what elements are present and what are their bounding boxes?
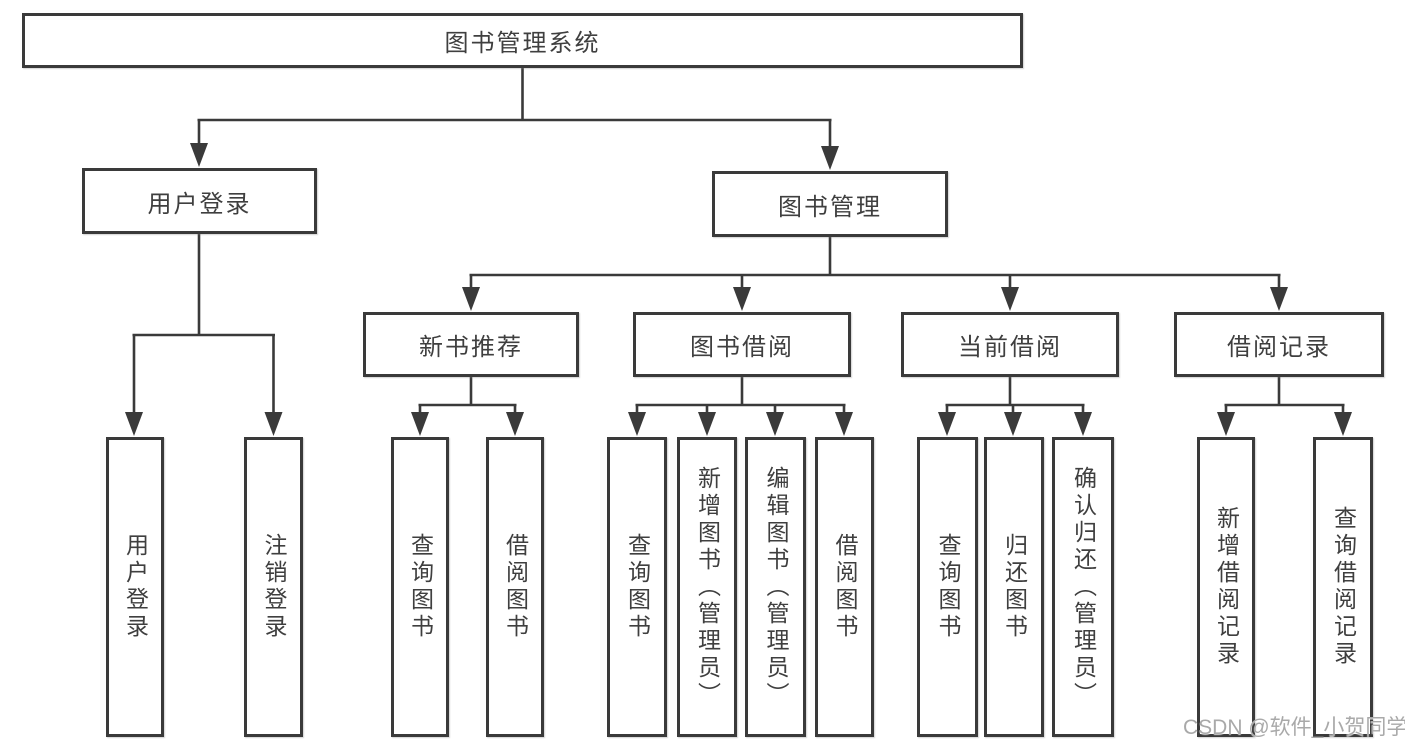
node-user-login-label: 用户登录 xyxy=(147,190,252,218)
arrowhead xyxy=(264,412,283,436)
node-book-borrow-label: 图书借阅 xyxy=(690,334,794,361)
watermark: CSDN @软件_小贺同学 xyxy=(1183,716,1405,739)
leaf-add-borrow-record: 新增借阅记录 xyxy=(1197,437,1255,737)
node-book-borrow: 图书借阅 xyxy=(633,312,851,377)
arrowhead xyxy=(1270,287,1288,311)
arrowhead xyxy=(766,412,784,436)
leaf-query-book-1: 查询图书 xyxy=(391,437,449,737)
arrowhead xyxy=(125,412,143,436)
leaf-query-borrow-record-label: 查询借阅记录 xyxy=(1330,506,1357,668)
node-current-borrow-label: 当前借阅 xyxy=(958,334,1062,361)
leaf-add-borrow-record-label: 新增借阅记录 xyxy=(1213,506,1240,668)
node-borrow-records: 借阅记录 xyxy=(1174,312,1384,377)
leaf-user-login-label: 用户登录 xyxy=(122,533,149,641)
leaf-return-book-label: 归还图书 xyxy=(1001,533,1028,641)
node-new-book-recommend: 新书推荐 xyxy=(363,312,579,377)
arrowhead xyxy=(1004,412,1022,436)
leaf-edit-book-admin: 编辑图书（管理员） xyxy=(745,437,806,737)
leaf-edit-book-admin-label: 编辑图书（管理员） xyxy=(763,465,789,709)
node-book-management: 图书管理 xyxy=(712,171,948,237)
arrowhead xyxy=(411,412,429,436)
arrowhead xyxy=(733,287,751,311)
leaf-borrow-book-2: 借阅图书 xyxy=(815,437,874,737)
leaf-query-book-1-label: 查询图书 xyxy=(407,533,434,641)
node-borrow-records-label: 借阅记录 xyxy=(1227,334,1331,361)
arrowhead xyxy=(628,412,646,436)
node-root: 图书管理系统 xyxy=(22,13,1023,68)
leaf-query-book-3-label: 查询图书 xyxy=(935,533,961,641)
leaf-add-book-admin-label: 新增图书（管理员） xyxy=(694,465,721,709)
leaf-confirm-return-admin-label: 确认归还（管理员） xyxy=(1070,465,1097,709)
node-book-management-label: 图书管理 xyxy=(778,193,882,221)
arrowhead xyxy=(835,412,853,436)
arrowhead xyxy=(506,412,524,436)
arrowhead xyxy=(1001,287,1019,311)
leaf-user-login: 用户登录 xyxy=(106,437,164,737)
leaf-query-book-2-label: 查询图书 xyxy=(624,533,651,641)
arrowhead xyxy=(190,143,208,167)
arrowhead xyxy=(1334,412,1352,436)
leaf-query-book-2: 查询图书 xyxy=(607,437,667,737)
leaf-add-book-admin: 新增图书（管理员） xyxy=(677,437,737,737)
node-new-book-recommend-label: 新书推荐 xyxy=(419,334,523,361)
arrowhead xyxy=(938,412,956,436)
node-root-label: 图书管理系统 xyxy=(444,30,601,57)
node-current-borrow: 当前借阅 xyxy=(901,312,1119,377)
arrowhead xyxy=(821,146,839,170)
arrowhead xyxy=(462,287,480,311)
leaf-return-book: 归还图书 xyxy=(984,437,1044,737)
arrowhead xyxy=(1074,412,1092,436)
leaf-query-book-3: 查询图书 xyxy=(917,437,978,737)
leaf-query-borrow-record: 查询借阅记录 xyxy=(1313,437,1373,737)
leaf-borrow-book-1: 借阅图书 xyxy=(486,437,544,737)
leaf-borrow-book-2-label: 借阅图书 xyxy=(832,533,858,641)
leaf-logout: 注销登录 xyxy=(244,437,303,737)
arrowhead xyxy=(1217,412,1235,436)
leaf-confirm-return-admin: 确认归还（管理员） xyxy=(1052,437,1114,737)
leaf-borrow-book-1-label: 借阅图书 xyxy=(502,533,529,641)
node-user-login: 用户登录 xyxy=(82,168,317,234)
leaf-logout-label: 注销登录 xyxy=(261,533,287,641)
arrowhead xyxy=(698,412,716,436)
